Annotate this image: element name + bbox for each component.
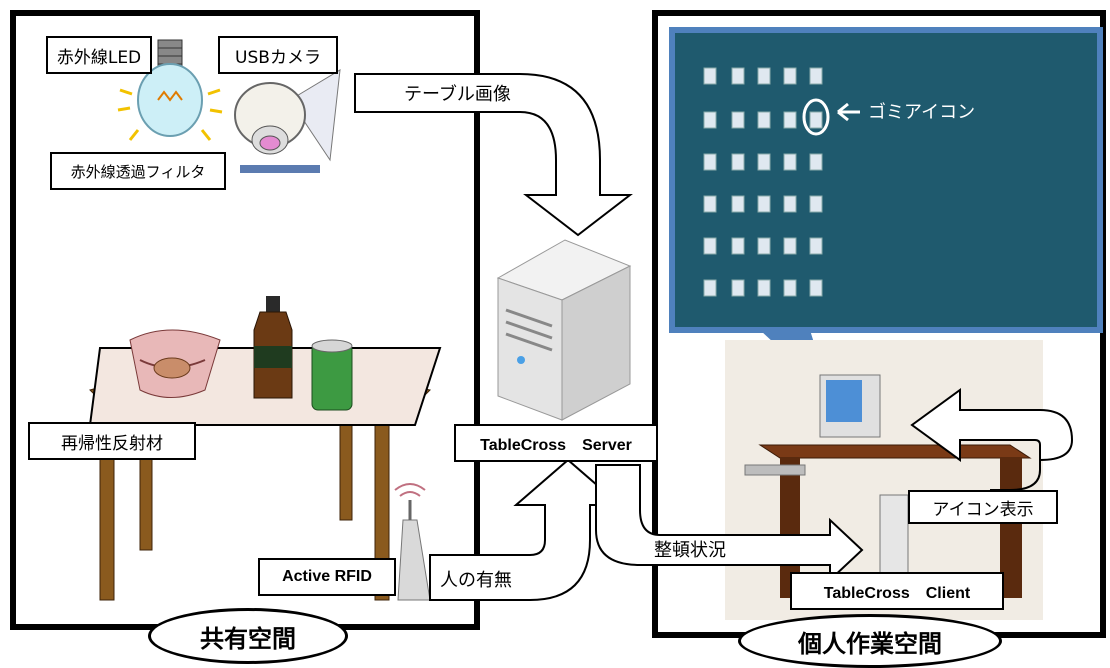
arrow-presence [429, 458, 623, 601]
arrow-tidiness [595, 464, 864, 583]
trash-file-icon [802, 98, 830, 136]
basket-icon [129, 329, 221, 398]
usb-camera-icon [234, 69, 341, 173]
arrow-tidiness-label: 整頓状況 [654, 540, 726, 561]
bottle-icon [253, 296, 293, 399]
personal-workspace-title: 個人作業空間 [738, 614, 1002, 668]
arrow-table-image-label: テーブル画像 [404, 84, 511, 105]
desktop-file-icons [703, 67, 823, 297]
arrow-presence-label: 人の有無 [440, 570, 512, 591]
server-label: TableCross Server [454, 424, 658, 462]
rfid-antenna-icon [394, 483, 431, 601]
ir-led-label: 赤外線LED [46, 36, 152, 74]
trash-icon-label: ゴミアイコン [868, 102, 976, 123]
ir-filter-label: 赤外線透過フィルタ [50, 152, 226, 190]
arrow-icon-display-label: アイコン表示 [908, 490, 1058, 524]
can-icon [311, 339, 353, 411]
shared-space-title: 共有空間 [148, 608, 348, 664]
desktop-computer-icon [725, 340, 1043, 620]
retroreflector-label: 再帰性反射材 [28, 422, 196, 460]
arrow-icon-display [910, 388, 1074, 462]
server-tower-icon [496, 239, 632, 421]
client-label: TableCross Client [790, 572, 1004, 610]
active-rfid-label: Active RFID [258, 558, 396, 596]
arrow-table-image [354, 73, 633, 237]
light-bulb-icon [117, 39, 223, 141]
usb-camera-label: USBカメラ [218, 36, 338, 74]
